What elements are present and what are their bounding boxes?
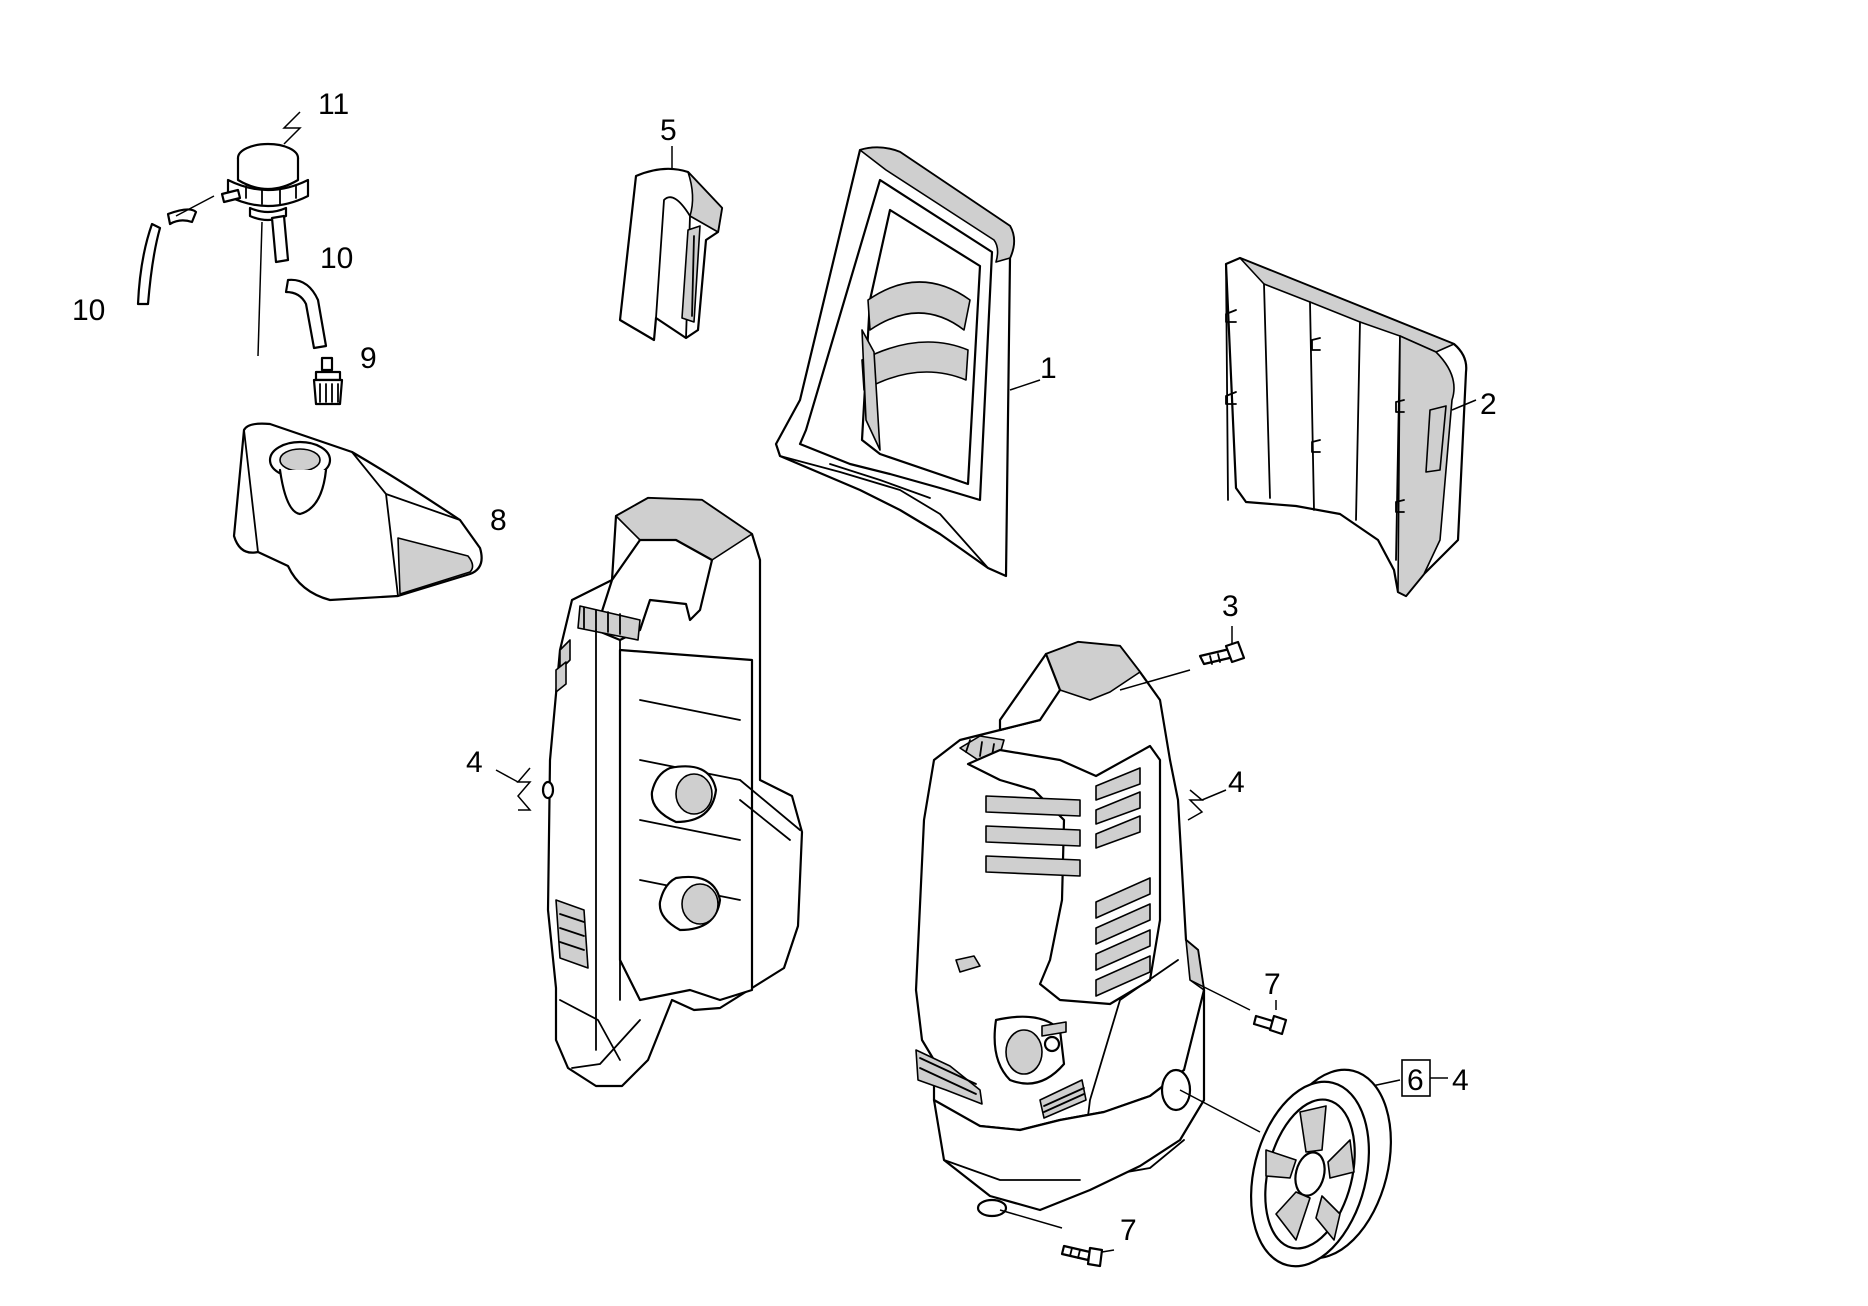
part-7-screw-upper: [1252, 1000, 1288, 1036]
callout-2: 2: [1480, 388, 1497, 421]
part-7-screw-lower: [1060, 1244, 1115, 1268]
part-6-wheel: [1249, 1068, 1401, 1268]
callout-11: 11: [318, 88, 349, 121]
callout-1: 1: [1040, 352, 1057, 385]
callout-7-upper: 7: [1264, 968, 1281, 1001]
callout-3: 3: [1222, 590, 1239, 623]
callout-5: 5: [660, 114, 677, 147]
callout-9: 9: [360, 342, 377, 375]
callout-4-wheel: 4: [1452, 1064, 1469, 1097]
part-4-housing-left: [495, 496, 804, 1088]
part-9-filter: [312, 356, 344, 406]
part-8-detergent-tank: [232, 422, 483, 602]
part-2-rear-panel: [1224, 256, 1477, 598]
part-4-housing-right: [914, 640, 1261, 1229]
part-3-screw: [1198, 626, 1246, 666]
callout-6: 6: [1407, 1064, 1424, 1097]
callout-4-right: 4: [1228, 766, 1245, 799]
part-11-tank-cap: [226, 111, 310, 222]
callout-4-left: 4: [466, 746, 483, 779]
part-10-hoses: [136, 188, 328, 357]
part-1-handle: [774, 146, 1041, 578]
part-5-handle-cover: [618, 146, 724, 342]
callout-10-right: 10: [320, 242, 353, 275]
callout-10-left: 10: [72, 294, 105, 327]
callout-7-lower: 7: [1120, 1214, 1137, 1247]
callout-8: 8: [490, 504, 507, 537]
